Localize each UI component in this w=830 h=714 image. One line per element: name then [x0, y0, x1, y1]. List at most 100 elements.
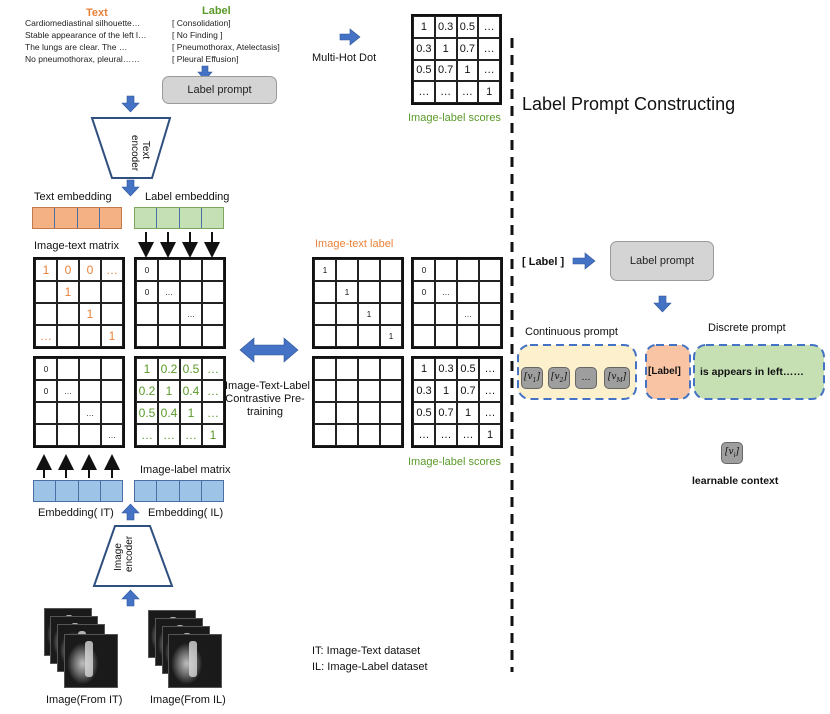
report-line: No pneumothorax, pleural…… — [25, 54, 140, 64]
xray-image — [64, 634, 118, 688]
matrix-cell — [336, 402, 358, 424]
matrix-cell: 1 — [380, 325, 402, 347]
matrix-cell — [413, 325, 435, 347]
matrix-cell: 1 — [136, 358, 158, 380]
matrix-cell: … — [478, 59, 500, 82]
matrix-cell: … — [202, 402, 224, 424]
context-token-ellipsis: … — [575, 367, 597, 389]
embedding-it-label: Embedding( IT) — [38, 507, 114, 519]
matrix-cell: 1 — [314, 259, 336, 281]
matrix-cell: 1 — [434, 37, 457, 60]
text-encoder-label: Text encoder — [129, 135, 151, 172]
matrix-cell — [479, 325, 501, 347]
legend-il: IL: Image-Label dataset — [312, 661, 428, 673]
matrix-cell — [479, 259, 501, 281]
matrix-cell: … — [136, 424, 158, 446]
matrix-cell — [435, 325, 457, 347]
label-prompt-box-right: Label prompt — [610, 241, 714, 281]
matrix-cell: 1 — [456, 59, 479, 82]
matrix-cell: 0.7 — [456, 37, 479, 60]
contrastive-double-arrow — [239, 337, 299, 363]
matrix-cell: 0 — [136, 259, 158, 281]
matrix-cell: … — [413, 81, 435, 103]
matrix-cell — [336, 303, 358, 325]
matrix-cell — [380, 380, 402, 402]
arrow-multi-hot — [339, 28, 361, 46]
matrix-cell — [380, 303, 402, 325]
matrix-cell — [35, 424, 57, 446]
matrix-cell — [101, 358, 123, 380]
matrix-cell — [479, 281, 501, 303]
matrix-cell: 0.5 — [456, 16, 479, 38]
context-token-v2: [v2] — [548, 367, 570, 389]
matrix-cell — [57, 402, 79, 424]
matrix-cell: 1 — [202, 424, 224, 446]
label-token-text: [ Label ] — [522, 256, 565, 268]
embedding-il-label: Embedding( IL) — [148, 507, 224, 519]
text-encoder-shape — [90, 117, 172, 179]
matrix-cell: 1 — [413, 16, 435, 38]
matrix-cell: 0 — [413, 281, 435, 303]
matrix-cell — [158, 325, 180, 347]
matrix-cell: … — [478, 37, 500, 60]
section-title: Label Prompt Constructing — [522, 94, 736, 114]
matrix-cell — [202, 325, 224, 347]
text-header: Text — [86, 7, 108, 19]
matrix-cell: 0.5 — [413, 402, 435, 424]
arrow-images-up — [121, 589, 140, 607]
matrix-cell: 1 — [35, 259, 57, 281]
learnable-context-token: [vi] — [721, 442, 743, 464]
matrix-cell — [380, 424, 402, 446]
label-line: [ Consolidation] — [172, 18, 231, 28]
matrix-cell: … — [435, 281, 457, 303]
label-line: [ No Finding ] — [172, 30, 223, 40]
matrix-cell — [101, 303, 123, 325]
matrix-cell — [79, 325, 101, 347]
matrix-cell — [435, 259, 457, 281]
matrix-cell — [35, 281, 57, 303]
matrix-cell — [136, 303, 158, 325]
report-line: The lungs are clear. The … — [25, 42, 128, 52]
matrix-cell: 0 — [35, 358, 57, 380]
label-header: Label — [202, 5, 231, 17]
matrix-cell: … — [456, 81, 479, 103]
matrix-cell — [479, 303, 501, 325]
discrete-prompt-title: Discrete prompt — [708, 322, 786, 334]
matrix-cell: 0.5 — [180, 358, 202, 380]
matrix-cell: 0 — [413, 259, 435, 281]
matrix-cell: 0 — [57, 259, 79, 281]
image-text-label-title: Image-text label — [315, 238, 394, 250]
learnable-context-label: learnable context — [692, 475, 779, 487]
matrix-cell — [380, 402, 402, 424]
matrix-cell: 1 — [79, 303, 101, 325]
middle-scores-caption: Image-label scores — [408, 456, 501, 468]
matrix-cell: 1 — [336, 281, 358, 303]
matrix-cell — [158, 259, 180, 281]
matrix-cell: 1 — [435, 380, 457, 402]
matrix-cell: 0.4 — [158, 402, 180, 424]
continuous-prompt-title: Continuous prompt — [525, 326, 618, 338]
matrix-cell — [358, 259, 380, 281]
matrix-cell — [35, 303, 57, 325]
matrix-cell — [57, 303, 79, 325]
matrix-cell: … — [57, 380, 79, 402]
matrix-cell: … — [413, 424, 435, 446]
matrix-cell — [79, 358, 101, 380]
matrix-cell — [35, 402, 57, 424]
matrix-cell — [158, 303, 180, 325]
matrix-cell — [57, 325, 79, 347]
label-embedding-bar — [134, 207, 224, 229]
matrix-cell: 1 — [57, 281, 79, 303]
matrix-cell: … — [79, 402, 101, 424]
matrix-cell — [336, 424, 358, 446]
matrix-cell: 0.5 — [413, 59, 435, 82]
text-embedding-label: Text embedding — [34, 191, 112, 203]
matrix-cell — [380, 358, 402, 380]
matrix-cell: … — [435, 424, 457, 446]
label-token-box-text: [Label] — [648, 366, 681, 377]
matrix-cell — [202, 281, 224, 303]
matrix-cell: … — [101, 259, 123, 281]
